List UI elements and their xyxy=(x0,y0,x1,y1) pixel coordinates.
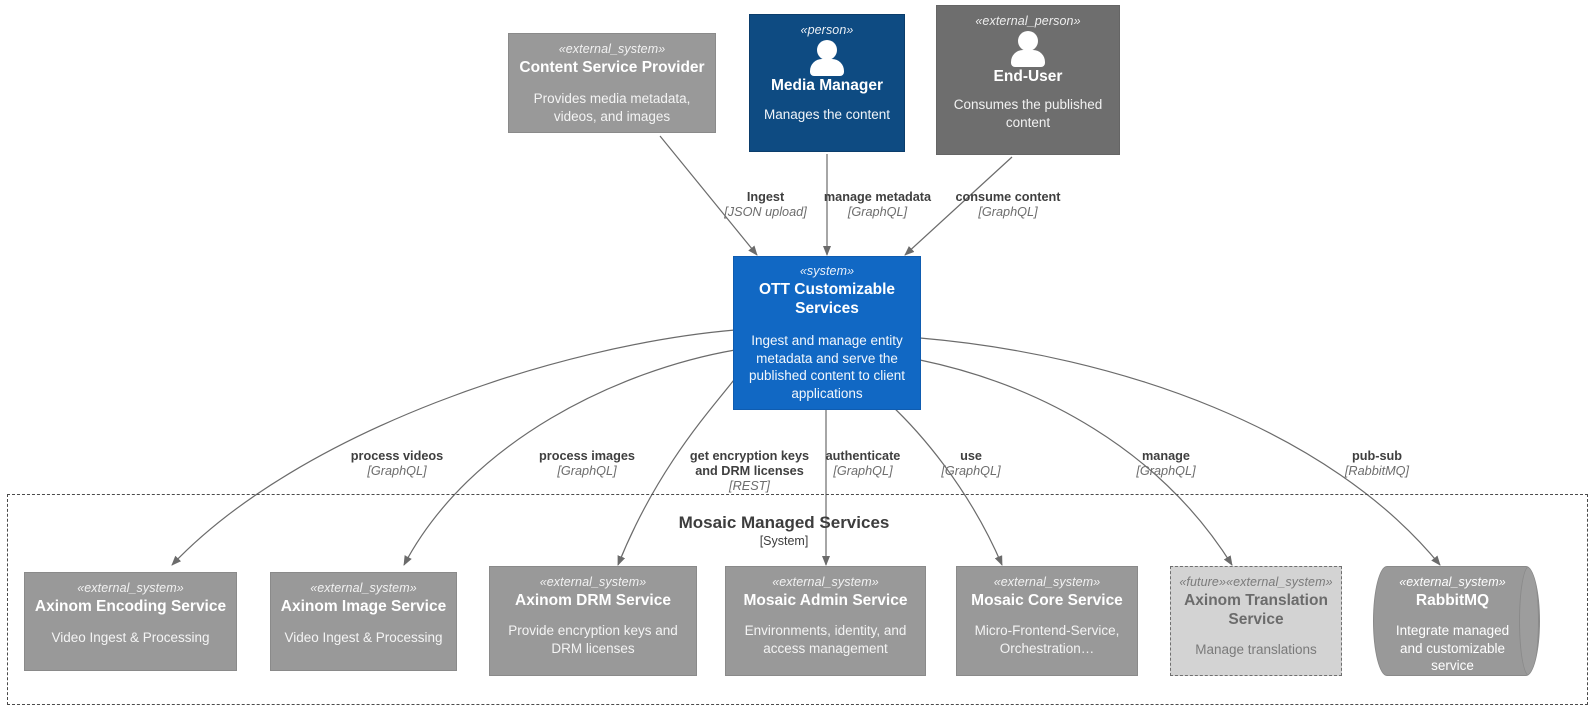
boundary-mosaic-managed-services xyxy=(7,494,1588,705)
edge-label-tech: [GraphQL] xyxy=(367,464,427,478)
stereotype-label: «external_system» xyxy=(772,575,879,589)
node-description: Provide encryption keys and DRM licenses xyxy=(508,623,678,656)
edge-label-text: get encryption keys and DRM licenses xyxy=(689,449,810,478)
edge-label-tech: [GraphQL] xyxy=(941,464,1001,478)
stereotype-label: «external_system» xyxy=(77,581,184,595)
node-title: Media Manager xyxy=(771,77,883,94)
edge-label-manage: manage [GraphQL] xyxy=(1103,449,1229,479)
edge-label-tech: [GraphQL] xyxy=(847,205,908,219)
edge-label-ingest: Ingest [JSON upload] xyxy=(683,190,848,220)
node-title: Axinom DRM Service xyxy=(515,592,671,609)
stereotype-label: «external_system» xyxy=(539,575,647,589)
node-title: RabbitMQ xyxy=(1415,592,1490,609)
edge-label-manage-metadata: manage metadata [GraphQL] xyxy=(794,190,961,220)
edge-label-process-videos: process videos [GraphQL] xyxy=(322,449,472,479)
stereotype-label: «future»«external_system» xyxy=(1179,575,1333,589)
edge-label-use: use [GraphQL] xyxy=(908,449,1034,479)
edge-label-process-images: process images [GraphQL] xyxy=(512,449,662,479)
node-axinom-encoding-service[interactable]: «external_system» Axinom Encoding Servic… xyxy=(24,572,237,671)
edge-label-text: manage metadata xyxy=(823,190,932,204)
node-axinom-translation-service[interactable]: «future»«external_system» Axinom Transla… xyxy=(1170,566,1342,676)
node-title: Axinom Image Service xyxy=(280,598,447,615)
edge-label-get-encryption-keys: get encryption keys and DRM licenses [RE… xyxy=(682,449,817,494)
stereotype-label: «system» xyxy=(799,264,855,278)
boundary-label: Mosaic Managed Services [System] xyxy=(634,512,934,549)
edge-label-tech: [GraphQL] xyxy=(557,464,617,478)
node-media-manager[interactable]: «person» Media Manager Manages the conte… xyxy=(749,14,905,152)
edge-label-authenticate: authenticate [GraphQL] xyxy=(800,449,926,479)
node-ott-customizable-services[interactable]: «system» OTT Customizable Services Inges… xyxy=(733,256,921,410)
node-title: Mosaic Admin Service xyxy=(743,592,908,609)
node-description: Ingest and manage entity metadata and se… xyxy=(748,333,906,401)
stereotype-label: «external_system» xyxy=(558,42,666,56)
stereotype-label: «person» xyxy=(800,23,854,37)
node-description: Provides media metadata, videos, and ima… xyxy=(533,91,691,124)
node-mosaic-core-service[interactable]: «external_system» Mosaic Core Service Mi… xyxy=(956,566,1138,676)
edge-label-pub-sub: pub-sub [RabbitMQ] xyxy=(1314,449,1440,479)
boundary-subtitle: [System] xyxy=(759,534,809,548)
boundary-title: Mosaic Managed Services xyxy=(678,513,890,532)
node-description: Manage translations xyxy=(1195,642,1317,657)
node-title: Mosaic Core Service xyxy=(971,592,1123,609)
stereotype-label: «external_person» xyxy=(975,14,1081,28)
node-title: Axinom Translation Service xyxy=(1184,592,1328,628)
node-title: Content Service Provider xyxy=(519,59,705,76)
node-axinom-drm-service[interactable]: «external_system» Axinom DRM Service Pro… xyxy=(489,566,697,676)
edge-label-tech: [GraphQL] xyxy=(833,464,893,478)
stereotype-label: «external_system» xyxy=(1399,575,1506,589)
edge-label-consume-content: consume content [GraphQL] xyxy=(925,190,1091,220)
edge-label-tech: [GraphQL] xyxy=(978,205,1038,219)
edge-label-text: pub-sub xyxy=(1351,449,1403,463)
edge-label-tech: [GraphQL] xyxy=(1136,464,1196,478)
node-description: Manages the content xyxy=(763,107,891,122)
node-description: Video Ingest & Processing xyxy=(284,630,443,645)
edge-label-tech: [RabbitMQ] xyxy=(1344,464,1410,478)
queue-end-cap xyxy=(1519,567,1539,675)
node-end-user[interactable]: «external_person» End-User Consumes the … xyxy=(936,5,1120,155)
person-icon xyxy=(1005,31,1051,67)
node-description: Video Ingest & Processing xyxy=(51,630,210,645)
person-icon xyxy=(804,40,850,76)
edge-label-text: authenticate xyxy=(825,449,901,463)
node-rabbitmq[interactable]: «external_system» RabbitMQ Integrate man… xyxy=(1373,566,1540,676)
edge-label-text: use xyxy=(960,449,982,463)
edge-label-text: manage xyxy=(1142,449,1190,463)
node-title: Axinom Encoding Service xyxy=(34,598,227,615)
edge-label-text: Ingest xyxy=(746,190,785,204)
edge-label-text: process images xyxy=(539,449,635,463)
edge-label-text: consume content xyxy=(955,190,1061,204)
node-description: Micro-Frontend-Service, Orchestration… xyxy=(974,623,1120,656)
edge-label-text: process videos xyxy=(350,449,444,463)
edge-label-tech: [JSON upload] xyxy=(724,205,807,219)
node-axinom-image-service[interactable]: «external_system» Axinom Image Service V… xyxy=(270,572,457,671)
stereotype-label: «external_system» xyxy=(310,581,417,595)
node-description: Integrate managed and customizable servi… xyxy=(1395,623,1510,673)
node-title: OTT Customizable Services xyxy=(758,281,896,317)
node-description: Consumes the published content xyxy=(953,97,1103,130)
node-mosaic-admin-service[interactable]: «external_system» Mosaic Admin Service E… xyxy=(725,566,926,676)
stereotype-label: «external_system» xyxy=(993,575,1101,589)
edge-label-tech: [REST] xyxy=(729,479,770,493)
node-description: Environments, identity, and access manag… xyxy=(744,623,907,656)
node-title: End-User xyxy=(993,68,1063,85)
node-content-service-provider[interactable]: «external_system» Content Service Provid… xyxy=(508,33,716,133)
